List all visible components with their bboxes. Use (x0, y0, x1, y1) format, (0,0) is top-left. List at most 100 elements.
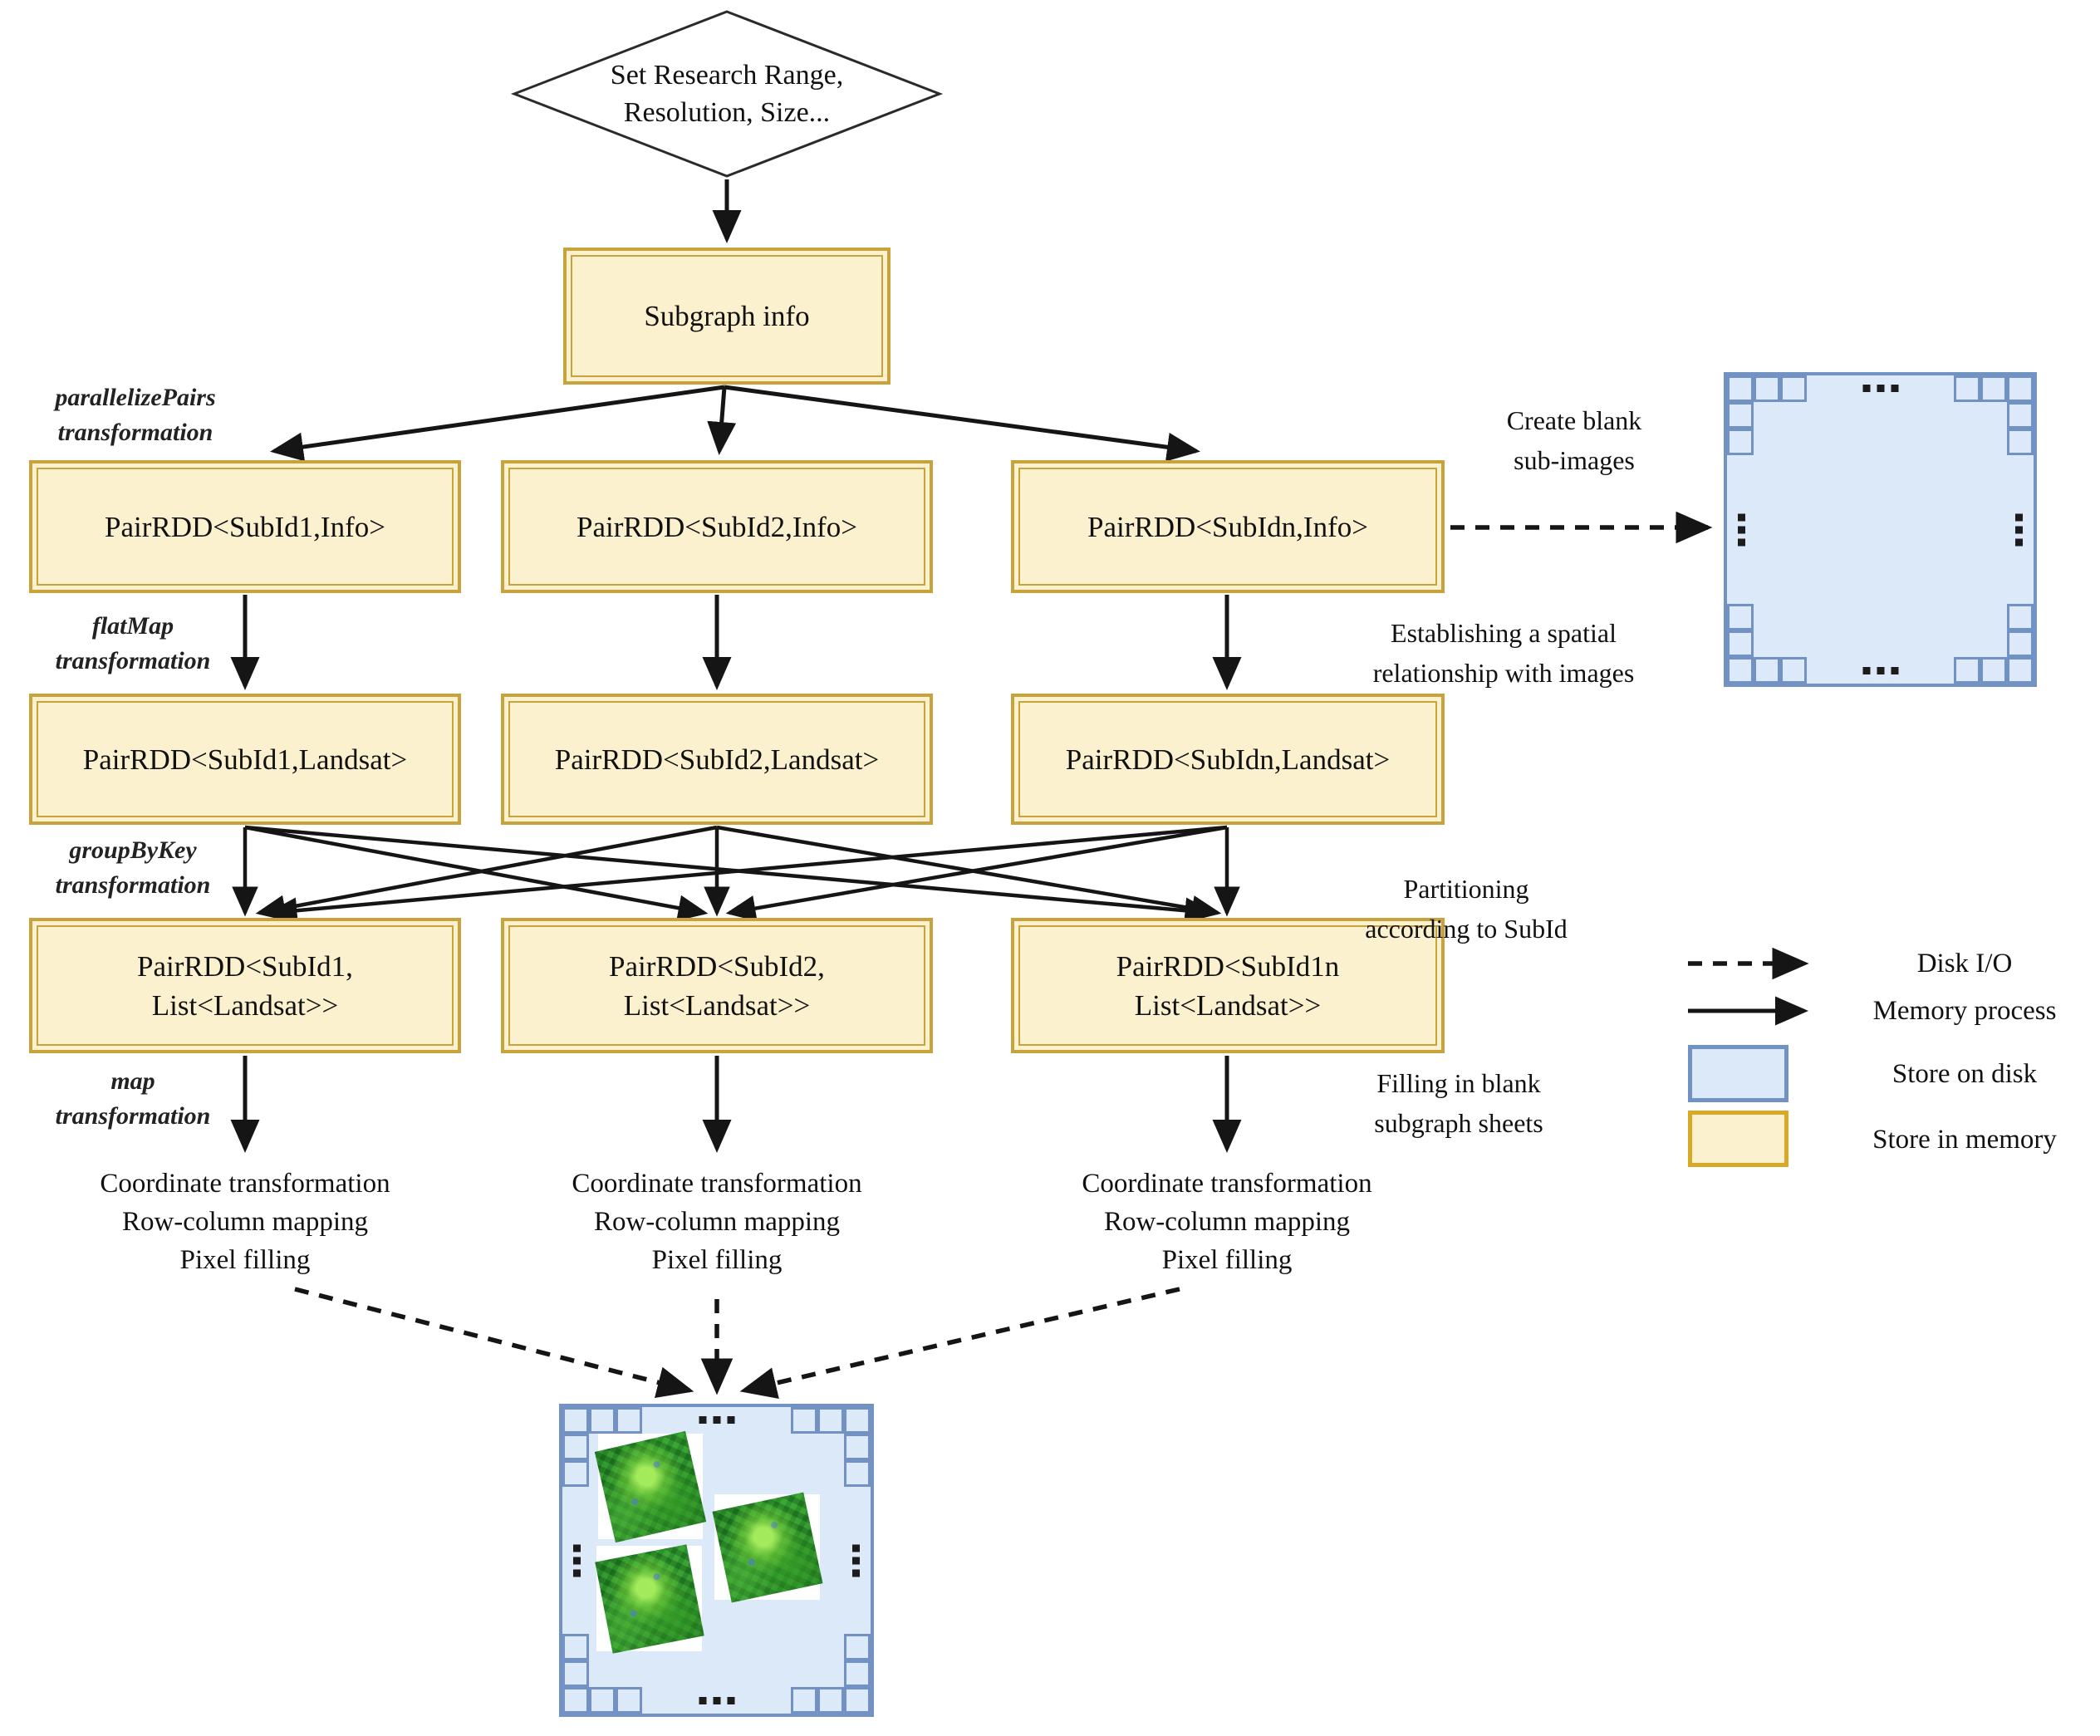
grid-cell (1980, 375, 2007, 402)
blank-subimage-grid (1724, 372, 2037, 687)
grid-cell (2007, 402, 2034, 429)
stage-label-line: transformation (55, 647, 211, 674)
grid-cell (844, 1434, 871, 1460)
annotation-partitioning: Partitioning according to SubId (1329, 869, 1603, 949)
rdd-box-subid2-landsat: PairRDD<SubId2,Landsat> (501, 694, 933, 825)
annotation-line: according to SubId (1365, 914, 1568, 944)
annotation-line: subgraph sheets (1374, 1108, 1543, 1138)
ellipsis-icon (1862, 385, 1898, 392)
process-note-line: Pixel filling (651, 1245, 783, 1275)
legend-label-memory-process: Memory process (1872, 996, 2057, 1026)
grid-cell (844, 1687, 871, 1714)
rdd-box-label: PairRDD<SubId1, (137, 949, 353, 983)
rdd-box-label: PairRDD<SubIdn,Landsat> (1065, 743, 1391, 776)
grid-cell (817, 1407, 844, 1434)
stage-label-flatmap: flatMap transformation (25, 609, 241, 679)
annotation-line: Filling in blank (1376, 1068, 1541, 1098)
ellipsis-icon (699, 1416, 734, 1424)
grid-cell (1727, 630, 1754, 657)
start-diamond-shape (510, 10, 944, 178)
rdd-box-subid2-list: PairRDD<SubId2, List<Landsat>> (501, 918, 933, 1053)
legend-label-disk-io: Disk I/O (1916, 949, 2013, 978)
legend-memory-box-icon (1688, 1111, 1788, 1167)
rdd-box-subid1n-list: PairRDD<SubId1n List<Landsat>> (1011, 918, 1445, 1053)
rdd-box-subid1-info: PairRDD<SubId1,Info> (29, 460, 461, 593)
legend-label-store-in-memory: Store in memory (1872, 1125, 2057, 1155)
rdd-box-label: PairRDD<SubId1,Info> (105, 510, 385, 543)
landsat-image (594, 1543, 704, 1654)
stage-label-groupbykey: groupByKey transformation (21, 833, 245, 903)
annotation-line: relationship with images (1372, 658, 1635, 688)
annotation-line: sub-images (1514, 445, 1635, 475)
legend-label-store-on-disk: Store on disk (1891, 1059, 2038, 1089)
stage-label-map: map transformation (25, 1064, 241, 1134)
rdd-box-label: List<Landsat>> (623, 988, 811, 1022)
legend-disk-box-icon (1688, 1045, 1788, 1102)
process-note-line: Coordinate transformation (572, 1169, 862, 1199)
grid-cell (589, 1687, 616, 1714)
grid-cell (844, 1660, 871, 1687)
process-note-line: Pixel filling (179, 1245, 311, 1275)
process-note-2: Coordinate transformation Row-column map… (484, 1165, 949, 1279)
grid-cell (1754, 375, 1780, 402)
grid-cell (562, 1407, 589, 1434)
grid-cell (791, 1407, 817, 1434)
grid-cell (844, 1460, 871, 1487)
annotation-create-blank: Create blank sub-images (1450, 400, 1699, 480)
grid-cell (1954, 375, 1980, 402)
rdd-box-label: PairRDD<SubId2,Landsat> (554, 743, 880, 776)
grid-cell (1980, 657, 2007, 684)
stage-label-line: transformation (57, 419, 213, 446)
annotation-line: Partitioning (1403, 874, 1529, 904)
grid-cell (2007, 375, 2034, 402)
rdd-box-subid2-info: PairRDD<SubId2,Info> (501, 460, 933, 593)
vertical-ellipsis-icon (852, 1544, 860, 1577)
process-note-line: Coordinate transformation (1082, 1169, 1372, 1199)
diamond-line1: Set Research Range, (610, 60, 844, 91)
annotation-filling: Filling in blank subgraph sheets (1334, 1063, 1583, 1143)
grid-cell (791, 1687, 817, 1714)
grid-cell (1727, 604, 1754, 630)
grid-cell (616, 1407, 642, 1434)
process-note-1: Coordinate transformation Row-column map… (12, 1165, 478, 1279)
grid-cell (562, 1460, 589, 1487)
process-note-3: Coordinate transformation Row-column map… (994, 1165, 1460, 1279)
annotation-spatial-relationship: Establishing a spatial relationship with… (1325, 613, 1682, 693)
diamond-line2: Resolution, Size... (623, 97, 831, 128)
stage-label-line: transformation (55, 1102, 211, 1130)
grid-cell (844, 1407, 871, 1434)
grid-cell (1727, 402, 1754, 429)
rdd-box-label: PairRDD<SubId1n (1116, 949, 1340, 983)
grid-cell (817, 1687, 844, 1714)
rdd-box-subidn-info: PairRDD<SubIdn,Info> (1011, 460, 1445, 593)
stage-label-parallelizepairs: parallelizePairs transformation (15, 380, 256, 450)
annotation-line: Create blank (1506, 405, 1642, 435)
process-note-line: Row-column mapping (1103, 1207, 1351, 1237)
start-diamond: Set Research Range, Resolution, Size... (544, 56, 910, 131)
grid-cell (2007, 630, 2034, 657)
grid-cell (589, 1407, 616, 1434)
grid-cell (1727, 429, 1754, 455)
grid-cell (844, 1634, 871, 1660)
grid-cell (1780, 657, 1807, 684)
grid-cell (562, 1434, 589, 1460)
landsat-image (712, 1492, 822, 1602)
rdd-box-label: List<Landsat>> (1134, 988, 1322, 1022)
stage-label-line: map (110, 1067, 155, 1095)
rdd-box-label: PairRDD<SubId2, (609, 949, 825, 983)
grid-cell (1754, 657, 1780, 684)
stage-label-line: flatMap (91, 612, 174, 640)
landsat-image-patch (594, 1543, 704, 1654)
grid-cell (1727, 657, 1754, 684)
rdd-box-label: PairRDD<SubId1,Landsat> (82, 743, 408, 776)
grid-cell (2007, 429, 2034, 455)
rdd-box-label: PairRDD<SubIdn,Info> (1087, 510, 1368, 543)
rdd-box-label: PairRDD<SubId2,Info> (577, 510, 857, 543)
grid-cell (562, 1660, 589, 1687)
vertical-ellipsis-icon (2015, 513, 2023, 546)
grid-cell (616, 1687, 642, 1714)
rdd-box-subid1-landsat: PairRDD<SubId1,Landsat> (29, 694, 461, 825)
rdd-box-subidn-landsat: PairRDD<SubIdn,Landsat> (1011, 694, 1445, 825)
grid-cell (1727, 375, 1754, 402)
